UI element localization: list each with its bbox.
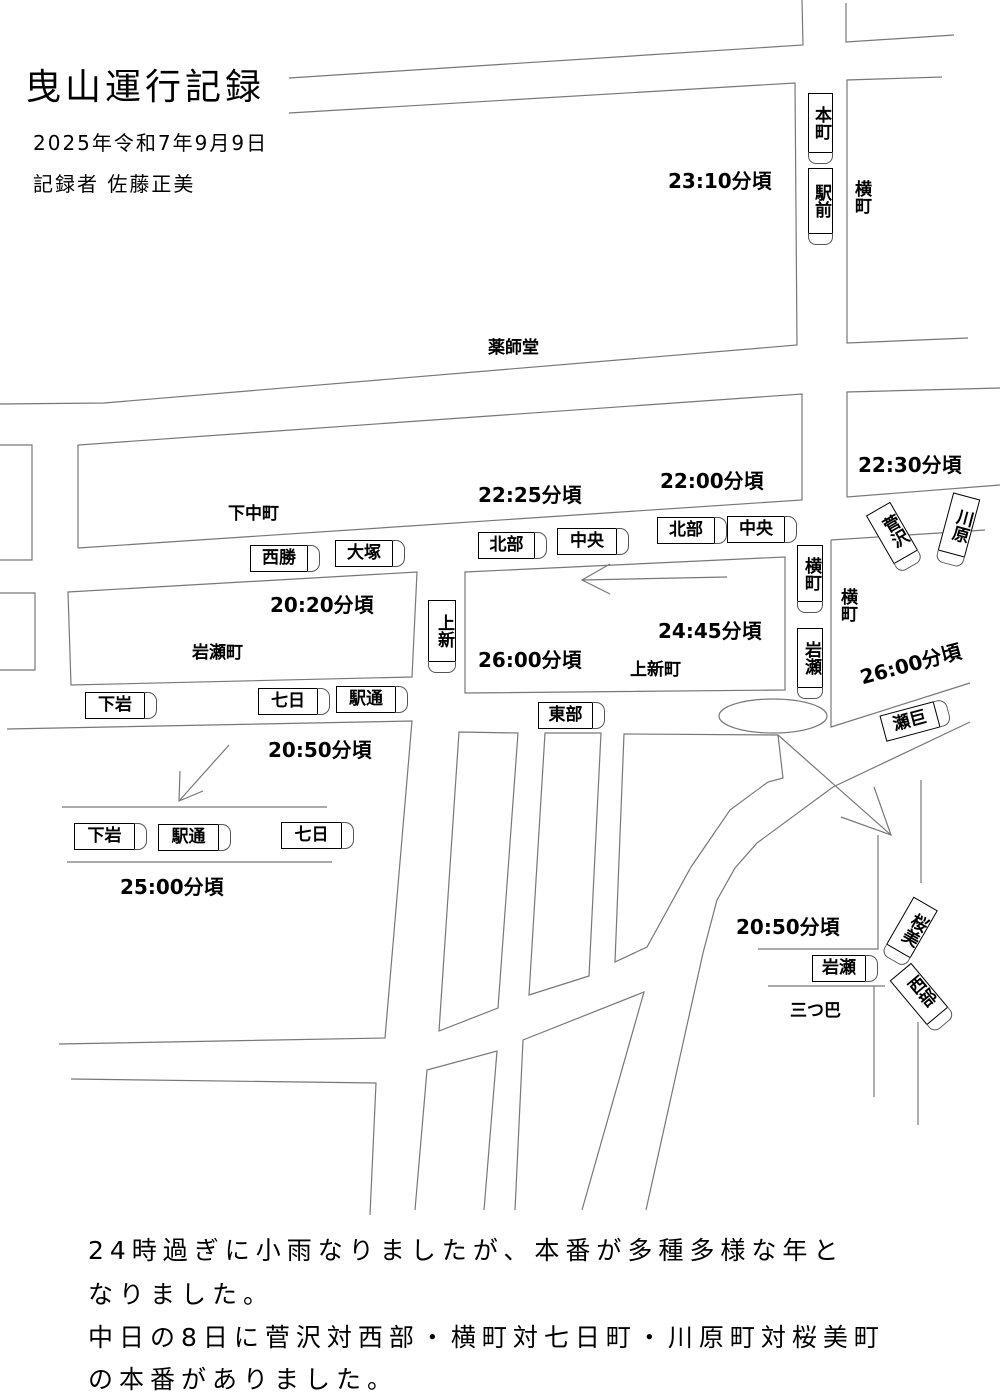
float-tag: 駅通 [336,686,408,713]
float-tag: 岩瀬 [812,955,878,982]
place-label: 薬師堂 [488,338,539,358]
float-tag: 北部 [657,517,727,544]
page-title: 曳山運行記録 [25,70,270,106]
float-tag: 大塚 [335,540,405,567]
float-tag: 横町 [797,545,823,613]
time-label: 20:50分頃 [268,738,372,762]
float-tag: 七日 [258,688,330,715]
direction-arrow-left [178,744,230,802]
note-line: なりました。 [88,1280,275,1309]
place-label: 岩瀬町 [192,643,243,663]
float-tag: 北部 [478,532,547,559]
time-label: 22:30分頃 [858,453,962,477]
float-tag: 中央 [557,528,629,555]
note-line: 24時過ぎに小雨なりましたが、本番が多種多様な年と [88,1236,845,1265]
time-label: 22:25分頃 [478,483,582,507]
note-line: の本番がありました。 [88,1365,399,1394]
time-label: 25:00分頃 [120,875,224,899]
float-tag: 下岩 [74,823,147,850]
place-label: 下中町 [228,504,279,524]
float-tag: 東部 [538,702,605,729]
record-date: 2025年令和7年9月9日 [33,131,269,155]
time-label: 22:00分頃 [660,469,764,493]
place-label: 横町 [837,588,857,622]
time-label: 24:45分頃 [658,619,762,643]
place-label: 横町 [851,180,871,214]
direction-arrow-right [777,734,892,836]
time-label: 26:00分頃 [478,648,582,672]
float-tag: 上新 [428,600,456,673]
float-tag: 中央 [727,516,797,543]
time-label: 23:10分頃 [668,169,772,193]
float-tag: 駅通 [158,824,231,851]
direction-arrow-center [580,563,728,595]
float-tag: 岩瀬 [797,628,823,699]
time-label: 20:50分頃 [736,915,840,939]
float-tag: 七日 [281,822,354,849]
float-tag: 下岩 [85,692,157,719]
float-tag: 西勝 [250,545,320,572]
roundabout [718,698,828,734]
time-label: 20:20分頃 [270,593,374,617]
float-tag: 駅前 [808,168,833,245]
place-label: 上新町 [630,660,681,680]
place-label: 三つ巴 [790,1001,841,1021]
recorder: 記録者 佐藤正美 [33,172,196,196]
note-line: 中日の8日に菅沢対西部・横町対七日町・川原町対桜美町 [88,1323,885,1352]
street-lines [0,0,1000,1216]
float-tag: 本町 [808,93,833,164]
